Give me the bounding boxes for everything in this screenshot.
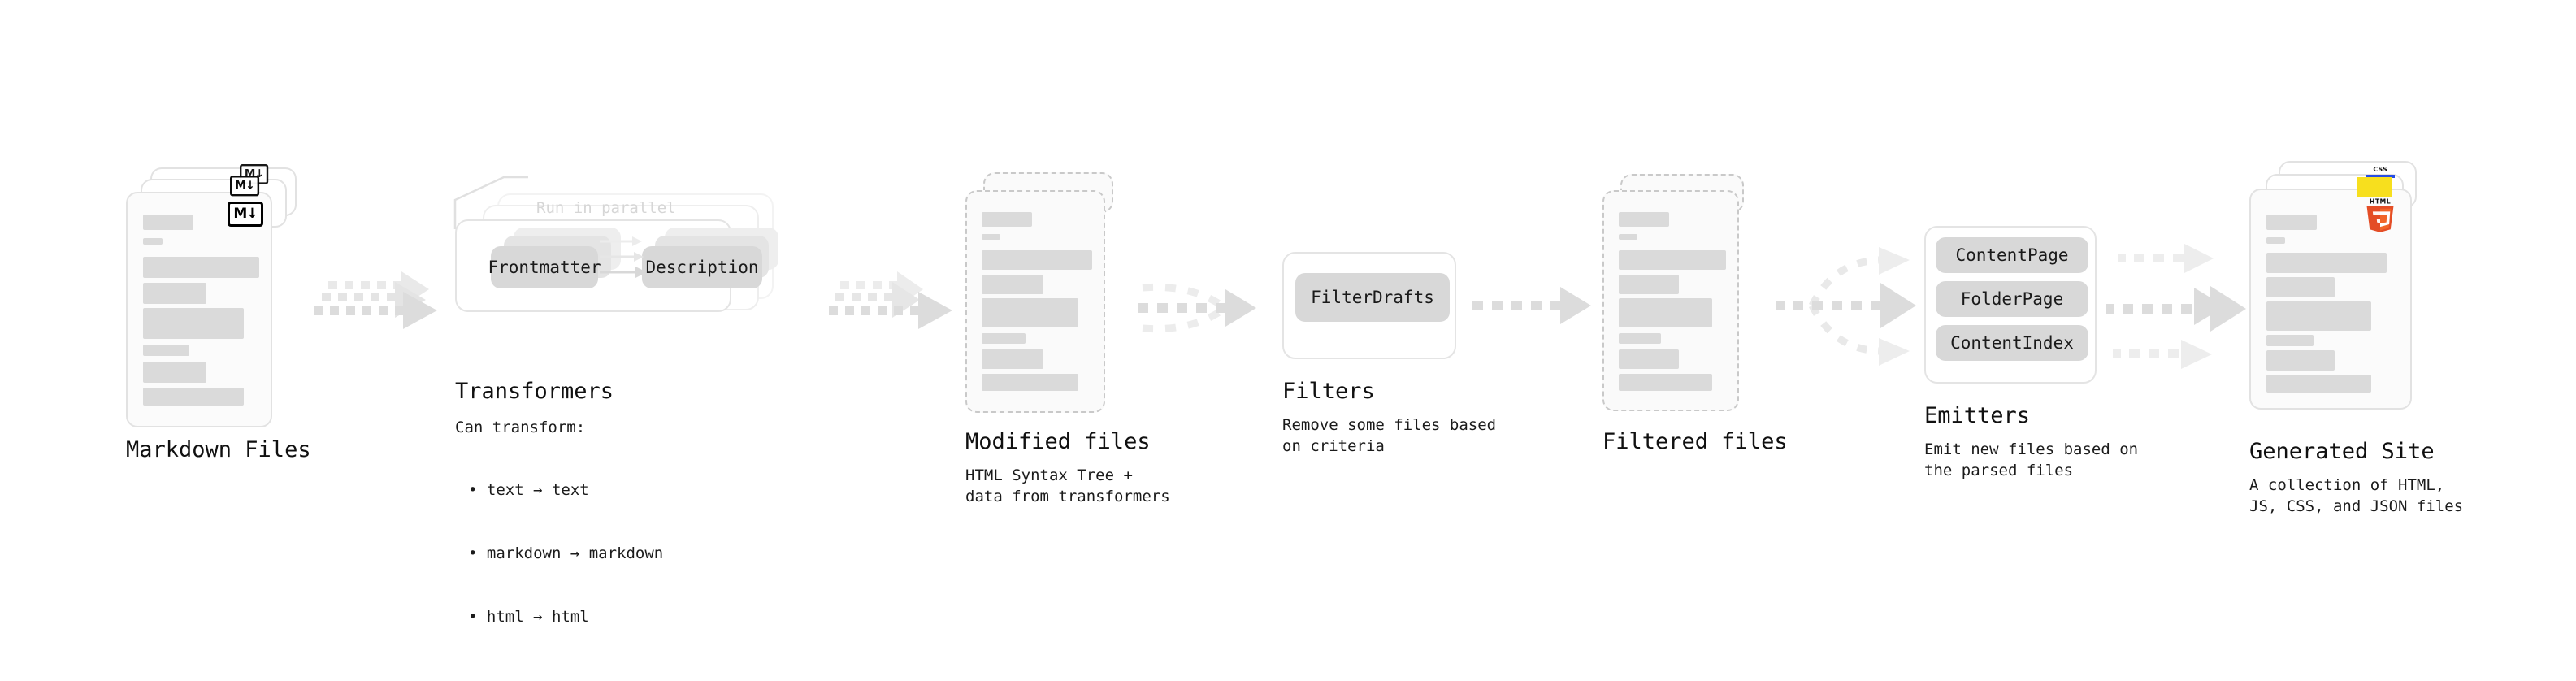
skeleton-line	[982, 349, 1043, 369]
skeleton-line	[982, 275, 1043, 294]
generated-site-stack: CSS HTML	[2249, 161, 2436, 429]
run-in-parallel-label: Run in parallel	[536, 199, 676, 217]
css3-badge: CSS	[2366, 166, 2395, 178]
markdown-badge: M↓	[228, 202, 263, 227]
generated-site-description: A collection of HTML, JS, CSS, and JSON …	[2249, 476, 2464, 515]
transformers-group: Frontmatter Description	[453, 176, 821, 348]
skeleton-line	[2266, 375, 2371, 393]
skeleton-line	[1619, 275, 1679, 294]
connector-into-generated-site	[2194, 288, 2225, 325]
markdown-files-stack: M↓ M↓ M↓	[126, 164, 301, 427]
html5-badge: HTML	[2366, 197, 2394, 232]
skeleton-line	[143, 388, 244, 406]
transformers-bullet-item: • html → html	[468, 608, 589, 626]
filtered-card-front	[1602, 190, 1739, 411]
filter-chip-filterdrafts[interactable]: FilterDrafts	[1295, 273, 1450, 322]
transformers-bullets: • text → text • markdown → markdown • ht…	[455, 437, 663, 670]
skeleton-line	[2266, 335, 2314, 346]
transformers-bullet-item: • markdown → markdown	[468, 544, 664, 562]
filtered-files-stack	[1602, 174, 1777, 426]
connector-transformers-to-modified	[829, 271, 952, 329]
markdown-card-front	[126, 192, 272, 427]
skeleton-line	[1619, 349, 1679, 369]
skeleton-line	[2266, 350, 2335, 371]
skeleton-line	[1619, 212, 1669, 227]
filters-group[interactable]: FilterDrafts	[1282, 252, 1456, 359]
emitter-chip-folderpage[interactable]: FolderPage	[1936, 281, 2088, 317]
skeleton-line	[143, 308, 244, 339]
skeleton-line	[143, 283, 206, 304]
stage-title-generated-site: Generated Site	[2249, 439, 2435, 464]
skeleton-line	[982, 212, 1032, 227]
emitters-group[interactable]: ContentPage FolderPage ContentIndex	[1924, 226, 2097, 384]
emitters-description: Emit new files based on the parsed files	[1924, 440, 2139, 479]
filters-description: Remove some files based on criteria	[1282, 416, 1497, 455]
svg-text:HTML: HTML	[2370, 197, 2391, 205]
skeleton-line	[982, 250, 1092, 270]
js-badge	[2357, 177, 2392, 197]
skeleton-line	[982, 374, 1078, 391]
connector-filtered-to-emitters	[1776, 247, 1916, 366]
transformers-bullet-item: • text → text	[468, 481, 589, 499]
skeleton-line	[2266, 301, 2371, 331]
run-in-parallel-bracket	[453, 176, 528, 229]
skeleton-line	[1619, 234, 1637, 240]
modified-files-stack	[965, 172, 1140, 424]
skeleton-line	[1619, 250, 1726, 270]
skeleton-line	[2266, 215, 2317, 230]
emitter-chip-contentindex[interactable]: ContentIndex	[1936, 325, 2088, 361]
transformer-chip-description[interactable]: Description	[642, 246, 762, 288]
stage-title-markdown-files: Markdown Files	[126, 437, 311, 462]
modified-card-front	[965, 190, 1105, 413]
transformer-inner-arrows	[600, 236, 647, 278]
stage-title-emitters: Emitters	[1924, 403, 2031, 428]
transformers-description-heading: Can transform:	[455, 419, 586, 436]
stage-title-filtered-files: Filtered files	[1602, 429, 1788, 454]
svg-text:CSS: CSS	[2373, 166, 2387, 173]
markdown-badge: M↓	[230, 176, 260, 197]
skeleton-line	[1619, 333, 1661, 344]
connector-markdown-to-transformers	[314, 271, 437, 329]
modified-files-description: HTML Syntax Tree + data from transformer…	[965, 466, 1170, 505]
skeleton-line	[1619, 374, 1712, 391]
stage-title-filters: Filters	[1282, 379, 1375, 404]
stage-title-transformers: Transformers	[455, 379, 614, 404]
skeleton-line	[143, 345, 189, 356]
connector-filters-to-filtered	[1472, 287, 1591, 324]
skeleton-line	[143, 238, 163, 245]
transformer-chip-frontmatter[interactable]: Frontmatter	[488, 246, 601, 288]
skeleton-line	[143, 362, 206, 383]
skeleton-line	[2266, 253, 2387, 273]
skeleton-line	[982, 298, 1078, 327]
skeleton-line	[982, 234, 1000, 240]
skeleton-line	[2266, 237, 2285, 244]
skeleton-line	[2266, 277, 2335, 297]
skeleton-line	[143, 215, 193, 230]
connector-modified-to-filters	[1138, 283, 1256, 333]
skeleton-line	[982, 333, 1026, 344]
emitter-chip-contentpage[interactable]: ContentPage	[1936, 237, 2088, 273]
skeleton-line	[1619, 298, 1712, 327]
stage-title-modified-files: Modified files	[965, 429, 1151, 454]
skeleton-line	[143, 257, 259, 278]
